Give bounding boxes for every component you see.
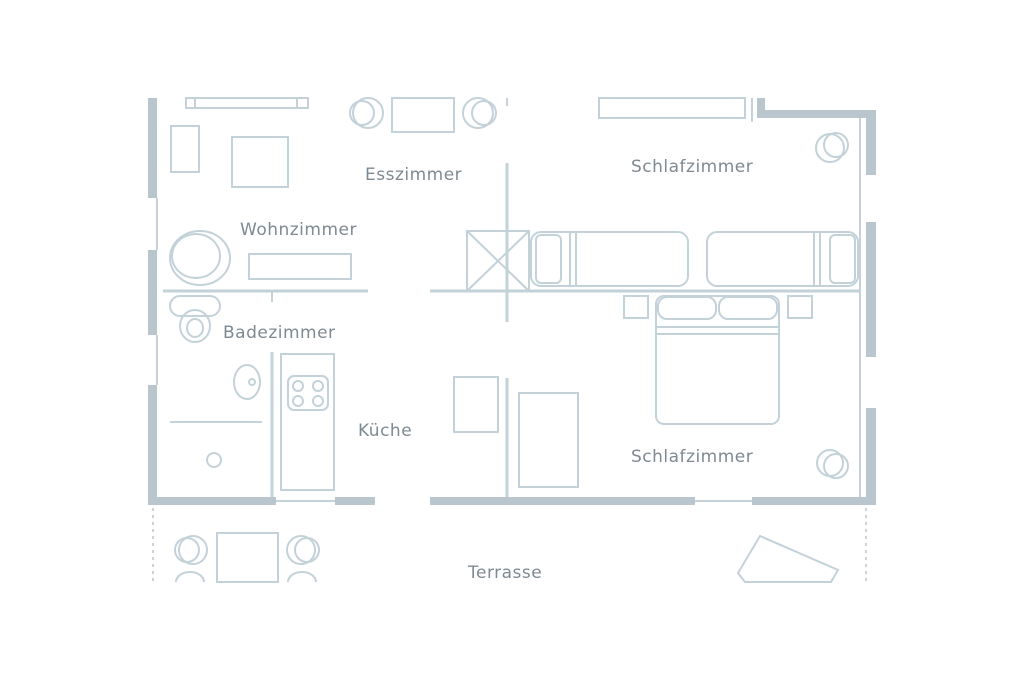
- bottom-bedroom-furniture: [453, 295, 849, 488]
- room-label-kueche: Küche: [358, 421, 413, 441]
- bathroom-furniture: [169, 295, 262, 468]
- room-label-wohnzimmer: Wohnzimmer: [240, 220, 357, 240]
- terrace-furniture: [174, 532, 840, 583]
- room-label-esszimmer: Esszimmer: [365, 165, 463, 185]
- kitchen-furniture: [280, 353, 335, 491]
- room-label-badezimmer: Badezimmer: [223, 323, 336, 343]
- room-label-schlafzimmer-top: Schlafzimmer: [631, 157, 754, 177]
- room-label-schlafzimmer-bottom: Schlafzimmer: [631, 447, 754, 467]
- walls: [148, 98, 876, 505]
- room-label-terrasse: Terrasse: [468, 563, 543, 583]
- dining-furniture: [349, 97, 497, 133]
- terrace-boundary: [152, 508, 867, 582]
- living-room-furniture: [169, 97, 352, 286]
- top-bedroom-furniture: [466, 97, 859, 292]
- interior-walls: [156, 98, 861, 502]
